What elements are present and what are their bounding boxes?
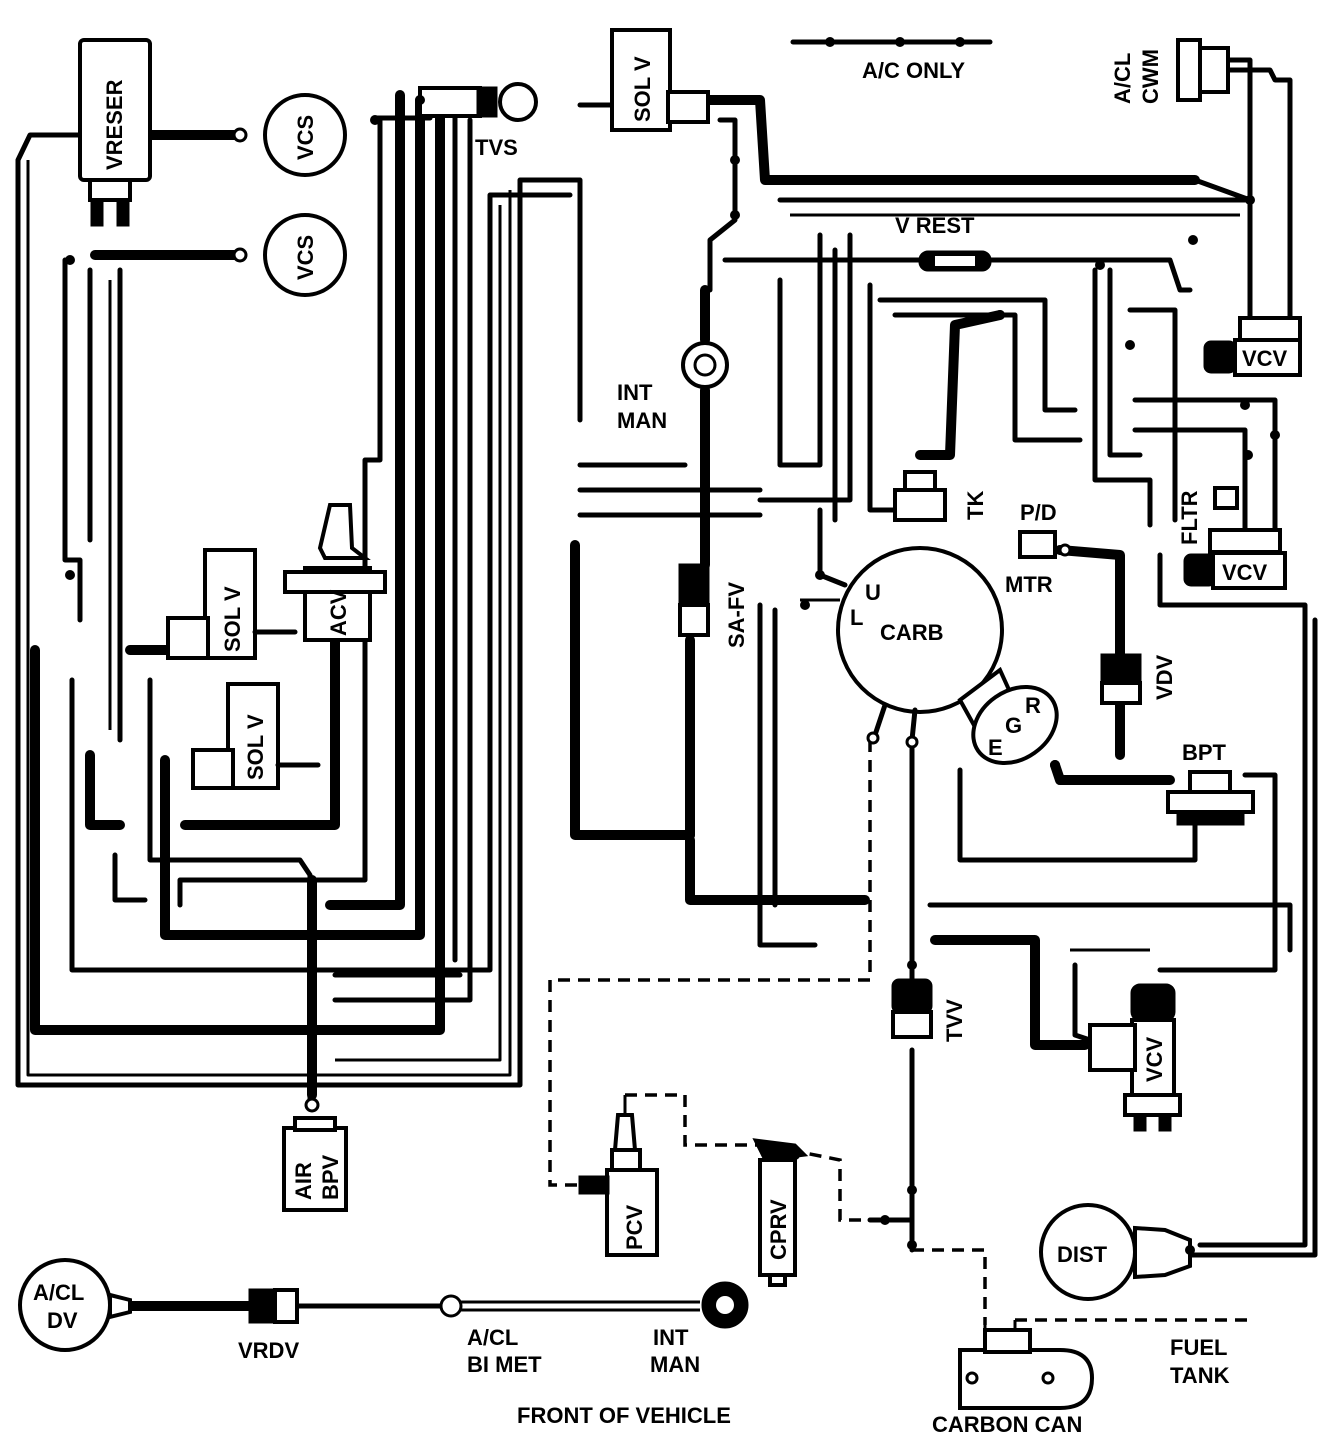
tvv-label: TVV [942, 999, 967, 1042]
mtr-label: MTR [1005, 572, 1053, 597]
cprv-valve: CPRV [752, 1138, 809, 1287]
sol-v-lower: SOL V [191, 682, 321, 790]
pd-motor: P/D MTR [1005, 500, 1072, 597]
vcv-upper: VCV [1203, 316, 1302, 377]
vreser-reservoir: VRESER [78, 38, 152, 227]
egr-g-label: G [1005, 713, 1022, 738]
carbon-canister: CARBON CAN [932, 1320, 1095, 1434]
hose-routing-right [125, 57, 1318, 1312]
acl-cwm-label-2: CWM [1138, 49, 1163, 104]
front-of-vehicle-label: FRONT OF VEHICLE [517, 1403, 731, 1428]
int-man-upper: INT MAN [617, 341, 729, 433]
vapor-lines-dashed [548, 740, 1250, 1325]
v-rest: V REST [895, 213, 992, 272]
dist-label: DIST [1057, 1242, 1108, 1267]
distributor: DIST [1039, 1203, 1192, 1301]
fltr-label: FLTR [1177, 490, 1202, 545]
vcv-lower-label: VCV [1142, 1036, 1167, 1082]
sol-v-top-label: SOL V [630, 56, 655, 122]
fuel-tank-label-1: FUEL [1170, 1335, 1227, 1360]
pcv-valve: PCV [578, 1095, 659, 1257]
tvs-switch: TVS [418, 82, 538, 160]
ac-only-label: A/C ONLY [862, 58, 965, 83]
pcv-label: PCV [622, 1204, 647, 1250]
int-man-lower: INT MAN [650, 1281, 749, 1377]
filter: FLTR [1177, 490, 1202, 545]
vrdv-valve: VRDV [238, 1288, 299, 1363]
sa-fv-label: SA-FV [724, 582, 749, 648]
vcv-lower: VCV [1088, 983, 1182, 1132]
int-man-lower-label-2: MAN [650, 1352, 700, 1377]
egr-valve: E G R [957, 666, 1059, 765]
int-man-upper-label-2: MAN [617, 408, 667, 433]
air-bpv-label-2: BPV [318, 1154, 343, 1200]
acl-dv-label-1: A/CL [33, 1280, 84, 1305]
v-rest-label: V REST [895, 213, 975, 238]
acl-cwm: A/CL CWM [1110, 38, 1230, 104]
acv-valve: ACV [283, 503, 387, 642]
bpt-label: BPT [1182, 740, 1227, 765]
vcv-middle: VCV [1183, 486, 1287, 590]
int-man-lower-label-1: INT [653, 1325, 689, 1350]
vcs-lower-label: VCS [293, 235, 318, 280]
pd-label: P/D [1020, 500, 1057, 525]
bpt-transducer: BPT [1166, 740, 1255, 826]
air-bpv-label-1: AIR [291, 1162, 316, 1200]
vrdv-label: VRDV [238, 1338, 299, 1363]
air-bpv: AIR BPV [282, 1097, 348, 1212]
carb-l-label: L [850, 605, 863, 630]
int-man-upper-label-1: INT [617, 380, 653, 405]
vcs-upper-label: VCS [293, 115, 318, 160]
carb-u-label: U [865, 580, 881, 605]
carburetor: U L CARB [836, 546, 1004, 749]
acl-bimet-label-1: A/CL [467, 1325, 518, 1350]
egr-r-label: R [1025, 693, 1041, 718]
ac-only-legend: A/C ONLY [790, 37, 993, 83]
sol-v-middle-label: SOL V [220, 586, 245, 652]
acl-bimetal: A/CL BI MET [439, 1294, 542, 1377]
hose-connector-dots [65, 95, 1280, 1255]
vcv-middle-label: VCV [1222, 560, 1268, 585]
vdv-valve: VDV [1100, 653, 1177, 705]
fuel-tank-label-group: FUEL TANK [1170, 1335, 1230, 1388]
sol-v-top: SOL V [610, 28, 710, 132]
cprv-label: CPRV [766, 1199, 791, 1260]
vcs-upper: VCS [232, 93, 347, 177]
acv-label: ACV [326, 589, 351, 636]
tk-choke: TK [893, 470, 988, 522]
fuel-tank-label-2: TANK [1170, 1363, 1230, 1388]
vreser-label: VRESER [102, 79, 127, 170]
carb-label: CARB [880, 620, 944, 645]
acl-dv: A/CL DV [18, 1258, 132, 1352]
sol-v-middle: SOL V [166, 548, 298, 660]
tk-label: TK [963, 491, 988, 520]
sol-v-lower-label: SOL V [243, 714, 268, 780]
tvv-valve: TVV [891, 978, 967, 1042]
vcv-upper-label: VCV [1242, 346, 1288, 371]
acl-dv-label-2: DV [47, 1308, 78, 1333]
carbon-can-label: CARBON CAN [932, 1412, 1082, 1434]
vdv-label: VDV [1152, 654, 1177, 700]
tvs-label: TVS [475, 135, 518, 160]
acl-cwm-label-1: A/CL [1110, 53, 1135, 104]
vcs-lower: VCS [232, 213, 347, 297]
acl-bimet-label-2: BI MET [467, 1352, 542, 1377]
sa-fv: SA-FV [678, 563, 749, 648]
egr-e-label: E [988, 735, 1003, 760]
